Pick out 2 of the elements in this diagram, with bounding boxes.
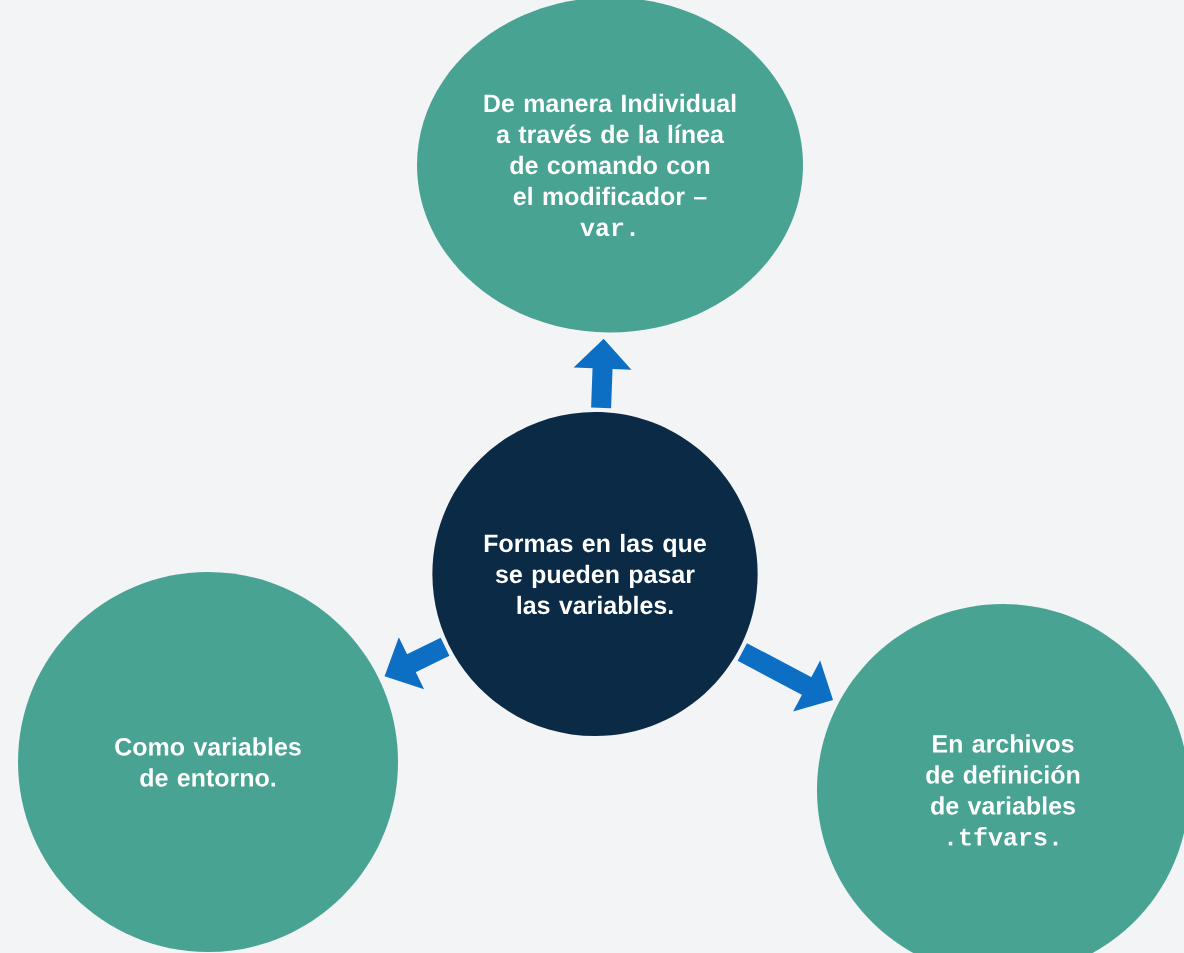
circle-node: Formas en las que se pueden pasar las variables. (432, 412, 758, 736)
circle-node: Como variables de entorno. (18, 572, 398, 952)
